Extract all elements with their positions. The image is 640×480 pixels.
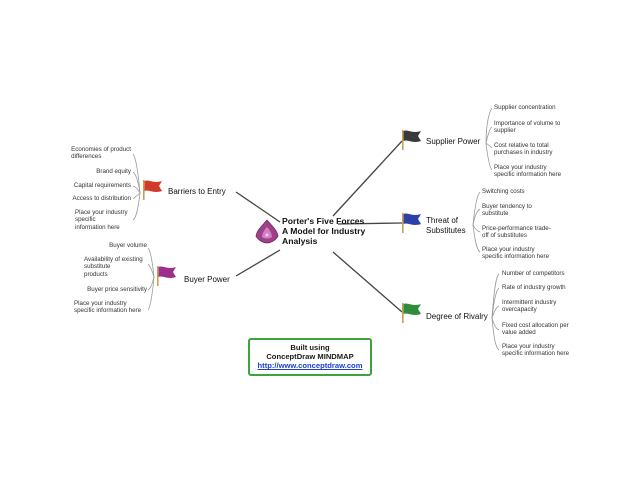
item-line: Cost relative to total [494, 142, 549, 149]
item-line: products [84, 270, 108, 278]
credit-link[interactable]: http://www.conceptdraw.com [257, 361, 363, 371]
credit-line-2: ConceptDraw MINDMAP [266, 352, 354, 362]
item-line: purchases in industry [494, 149, 553, 157]
item-line: overcapacity [502, 306, 537, 314]
item-line: differences [71, 153, 102, 161]
item-line: value added [502, 329, 536, 337]
item-line: Switching costs [482, 188, 525, 195]
buyer-item[interactable]: Availability of existing substitute prod… [84, 256, 143, 278]
buyer-item[interactable]: Place your industry specific information… [74, 300, 141, 315]
item-line: off of substitutes [482, 232, 527, 240]
connectors [235, 140, 403, 313]
item-line: Place your industry [75, 209, 128, 216]
central-topic-line-2: A Model for Industry [282, 226, 366, 236]
substitutes-item[interactable]: Place your industry specific information… [482, 246, 549, 261]
sub-branch-lines [132, 107, 500, 351]
item-line: information here [75, 223, 120, 231]
rivalry-item[interactable]: Fixed cost allocation per value added [502, 322, 569, 337]
supplier-item[interactable]: Supplier concentration [494, 104, 556, 111]
barriers-item[interactable]: Economies of product differences [71, 146, 131, 161]
barriers-item[interactable]: Access to distribution [73, 195, 131, 202]
central-topic[interactable]: Porter's Five Forces A Model for Industr… [282, 216, 365, 246]
buyer-item[interactable]: Buyer price sensitivity [87, 286, 147, 293]
branch-threat-of-substitutes[interactable]: Threat of Substitutes [426, 216, 466, 235]
item-line: Fixed cost allocation per [502, 322, 569, 329]
branch-barriers-to-entry[interactable]: Barriers to Entry [168, 187, 226, 196]
connector-threat-of-substitutes [337, 222, 403, 225]
item-line: substitute [84, 263, 111, 271]
buyer-item[interactable]: Buyer volume [109, 242, 147, 249]
branch-buyer-power[interactable]: Buyer Power [184, 275, 230, 284]
item-line: supplier [494, 127, 516, 135]
item-line: Economies of product [71, 146, 131, 153]
branch-threat-line-1: Threat of [426, 216, 459, 225]
rivalry-item[interactable]: Rate of industry growth [502, 284, 566, 291]
rivalry-item[interactable]: Number of competitors [502, 270, 565, 277]
item-line: Capital requirements [73, 182, 131, 189]
substitutes-item[interactable]: Price-performance trade- off of substitu… [482, 225, 551, 240]
supplier-item[interactable]: Importance of volume to supplier [494, 120, 560, 135]
item-line: specific information here [74, 307, 142, 315]
item-line: specific information here [482, 253, 550, 261]
item-line: Buyer price sensitivity [87, 286, 147, 293]
flag-black-icon [402, 130, 421, 150]
item-line: Supplier concentration [494, 104, 556, 111]
flag-green-icon [402, 303, 421, 323]
item-line: Importance of volume to [494, 120, 561, 127]
barriers-item[interactable]: Brand equity [96, 168, 131, 175]
connector-supplier-power [332, 140, 403, 217]
substitutes-item[interactable]: Switching costs [482, 188, 525, 195]
credit-box: Built using ConceptDraw MINDMAP http://w… [248, 338, 372, 376]
supplier-item[interactable]: Cost relative to total purchases in indu… [494, 142, 552, 157]
substitutes-item[interactable]: Buyer tendency to substitute [482, 203, 532, 218]
flag-blue-icon [402, 213, 421, 233]
rivalry-item[interactable]: Place your industry specific information… [502, 343, 569, 358]
item-line: Intermittent industry [502, 299, 557, 306]
item-line: Price-performance trade- [482, 225, 551, 232]
item-line: Rate of industry growth [502, 284, 566, 291]
flag-magenta-icon [157, 266, 176, 286]
item-line: substitute [482, 210, 509, 218]
item-line: Number of competitors [502, 270, 565, 277]
item-line: Access to distribution [72, 195, 131, 202]
supplier-item[interactable]: Place your industry specific information… [494, 164, 561, 179]
item-line: Place your industry [74, 300, 127, 307]
item-line: Availability of existing [84, 256, 143, 263]
flag-red-icon [143, 180, 162, 200]
connector-degree-of-rivalry [332, 251, 403, 313]
branch-threat-line-2: Substitutes [426, 225, 466, 235]
barriers-item[interactable]: Capital requirements [74, 182, 131, 189]
rivalry-item[interactable]: Intermittent industry overcapacity [502, 299, 556, 314]
credit-line-1: Built using [290, 343, 330, 352]
item-line: Place your industry [502, 343, 555, 350]
item-line: specific [75, 216, 96, 224]
connector-buyer-power [235, 249, 281, 277]
item-line: Buyer tendency to [482, 203, 532, 210]
branch-supplier-power[interactable]: Supplier Power [426, 137, 481, 146]
item-line: Buyer volume [109, 242, 147, 249]
item-line: specific information here [494, 171, 562, 179]
item-line: Brand equity [96, 168, 131, 175]
branch-degree-of-rivalry[interactable]: Degree of Rivalry [426, 312, 488, 321]
central-topic-line-3: Analysis [282, 236, 318, 246]
item-line: Place your industry [494, 164, 547, 171]
item-line: Place your industry [482, 246, 535, 253]
connector-barriers-to-entry [235, 191, 281, 223]
item-line: specific information here [502, 350, 570, 358]
barriers-item[interactable]: Place your industry specific information… [75, 209, 128, 231]
central-topic-line-1: Porter's Five Forces [282, 216, 365, 226]
lotus-flower-icon [255, 219, 279, 244]
